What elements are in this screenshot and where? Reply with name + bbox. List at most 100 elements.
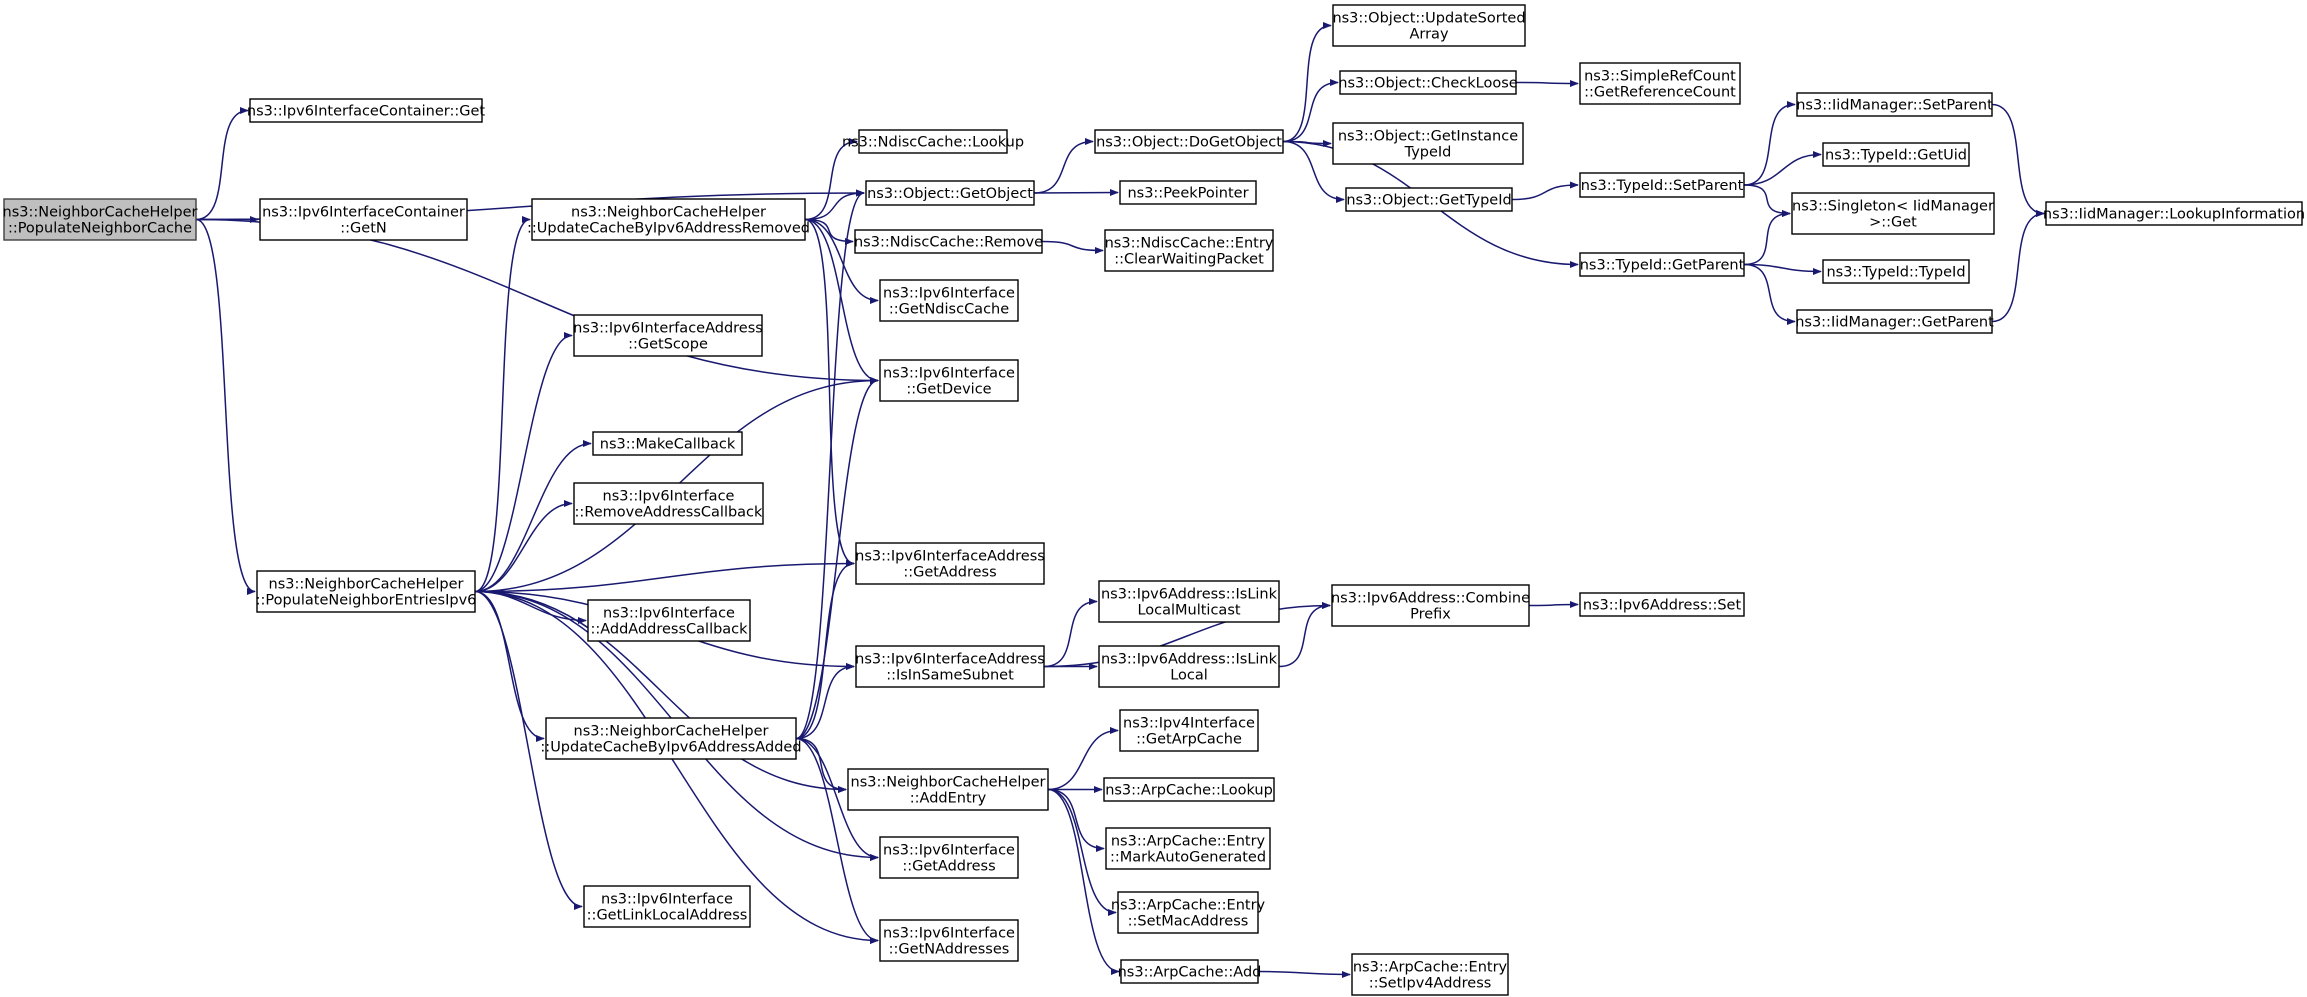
call-edge-obj_gettypeid-to-tid_setparent bbox=[1511, 181, 1579, 201]
graph-node-ic_get[interactable]: ns3::Ipv6InterfaceContainer::Get bbox=[247, 98, 485, 123]
node-box bbox=[1098, 580, 1280, 623]
node-label-line: ns3::NdiscCache::Lookup bbox=[842, 135, 1024, 151]
graph-node-iid_getparent[interactable]: ns3::IidManager::GetParent bbox=[1795, 309, 1994, 334]
graph-node-a6_set[interactable]: ns3::Ipv6Address::Set bbox=[1579, 592, 1745, 617]
node-label-line: ns3::ArpCache::Lookup bbox=[1105, 783, 1273, 799]
node-label-line: ::GetNdiscCache bbox=[889, 302, 1009, 318]
graph-node-iid_lookupinfo[interactable]: ns3::IidManager::LookupInformation bbox=[2043, 201, 2305, 226]
graph-node-tid_getuid[interactable]: ns3::TypeId::GetUid bbox=[1822, 142, 1970, 167]
graph-node-obj_dogetobject[interactable]: ns3::Object::DoGetObject bbox=[1094, 129, 1284, 154]
graph-node-pop_entries[interactable]: ns3::NeighborCacheHelper::PopulateNeighb… bbox=[256, 570, 477, 613]
graph-node-obj_gettypeid[interactable]: ns3::Object::GetTypeId bbox=[1345, 187, 1513, 212]
graph-node-arp_setipv4[interactable]: ns3::ArpCache::Entry::SetIpv4Address bbox=[1351, 953, 1509, 996]
node-label-line: ns3::IidManager::GetParent bbox=[1795, 315, 1994, 331]
graph-node-singleton_get[interactable]: ns3::Singleton< IidManager >::Get bbox=[1791, 192, 1995, 235]
node-box bbox=[249, 98, 483, 123]
graph-node-upd_added[interactable]: ns3::NeighborCacheHelper::UpdateCacheByI… bbox=[540, 717, 802, 760]
graph-node-arp_add[interactable]: ns3::ArpCache::Add bbox=[1118, 959, 1262, 984]
node-box bbox=[854, 229, 1043, 254]
node-box bbox=[1104, 229, 1274, 272]
graph-node-srefcount[interactable]: ns3::SimpleRefCount::GetReferenceCount bbox=[1579, 62, 1741, 105]
node-box bbox=[847, 768, 1049, 811]
node-label-line: ns3::NdiscCache::Remove bbox=[854, 235, 1043, 251]
node-label-line: >::Get bbox=[1869, 215, 1917, 231]
call-edge-upd_added-to-ia_getaddress bbox=[795, 559, 855, 740]
node-label-line: ::PopulateNeighborEntriesIpv6 bbox=[256, 593, 477, 609]
graph-node-peekpointer[interactable]: ns3::PeekPointer bbox=[1119, 180, 1257, 205]
node-box bbox=[1094, 129, 1284, 154]
graph-node-i4_getarpcache[interactable]: ns3::Ipv4Interface::GetArpCache bbox=[1119, 709, 1259, 752]
node-label-line: ns3::ArpCache::Entry bbox=[1111, 834, 1266, 850]
node-box bbox=[1579, 172, 1745, 198]
graph-node-ndisc_remove[interactable]: ns3::NdiscCache::Remove bbox=[854, 229, 1043, 254]
node-label-line: ns3::Object::GetInstance bbox=[1338, 129, 1518, 145]
node-label-line: ns3::Ipv6Interface bbox=[883, 366, 1015, 382]
node-label-line: ns3::Ipv6Interface bbox=[883, 926, 1015, 942]
graph-node-arp_lookup[interactable]: ns3::ArpCache::Lookup bbox=[1103, 777, 1275, 802]
node-box bbox=[855, 645, 1045, 688]
graph-node-makecallback[interactable]: ns3::MakeCallback bbox=[592, 431, 743, 456]
call-edge-tid_setparent-to-iid_setparent bbox=[1743, 100, 1796, 186]
node-label-line: ns3::Ipv6InterfaceContainer bbox=[262, 205, 465, 221]
nodes-layer: ns3::NeighborCacheHelper::PopulateNeighb… bbox=[3, 4, 2305, 996]
graph-node-ii_removecb[interactable]: ns3::Ipv6Interface::RemoveAddressCallbac… bbox=[573, 482, 764, 525]
node-label-line: ns3::Ipv6Interface bbox=[883, 843, 1015, 859]
graph-node-ia_getaddress[interactable]: ns3::Ipv6InterfaceAddress::GetAddress bbox=[855, 542, 1045, 585]
call-edge-nch_addentry-to-i4_getarpcache bbox=[1047, 726, 1119, 791]
node-label-line: ::GetScope bbox=[628, 337, 708, 353]
graph-node-ii_getnaddr[interactable]: ns3::Ipv6Interface::GetNAddresses bbox=[879, 919, 1019, 962]
call-edge-ndisc_remove-to-ndisc_clearwait bbox=[1041, 240, 1104, 255]
node-box bbox=[1119, 709, 1259, 752]
node-label-line: ns3::Ipv6Interface bbox=[603, 606, 735, 622]
graph-node-upd_removed[interactable]: ns3::NeighborCacheHelper::UpdateCacheByI… bbox=[527, 198, 810, 241]
node-label-line: ns3::Ipv6Interface bbox=[601, 892, 733, 908]
node-label-line: ns3::TypeId::SetParent bbox=[1581, 178, 1744, 194]
graph-node-nch_addentry[interactable]: ns3::NeighborCacheHelper::AddEntry bbox=[847, 768, 1049, 811]
call-edge-upd_added-to-obj_getobject bbox=[795, 189, 865, 740]
node-label-line: TypeId bbox=[1404, 145, 1452, 161]
graph-node-tid_typeid[interactable]: ns3::TypeId::TypeId bbox=[1822, 259, 1970, 284]
call-edge-tid_getparent-to-tid_typeid bbox=[1743, 263, 1822, 276]
graph-node-ii_getndisc[interactable]: ns3::Ipv6Interface::GetNdiscCache bbox=[879, 279, 1019, 322]
graph-node-ii_addcb[interactable]: ns3::Ipv6Interface::AddAddressCallback bbox=[587, 599, 751, 642]
call-edge-tid_getparent-to-singleton_get bbox=[1743, 209, 1791, 266]
graph-node-obj_getobject[interactable]: ns3::Object::GetObject bbox=[865, 180, 1035, 206]
node-label-line: Array bbox=[1409, 27, 1448, 43]
call-edge-upd_removed-to-ii_getdevice bbox=[804, 218, 879, 385]
graph-node-tid_getparent[interactable]: ns3::TypeId::GetParent bbox=[1579, 252, 1745, 277]
call-edge-root-to-ii_getdevice bbox=[195, 218, 879, 385]
graph-node-arp_markauto[interactable]: ns3::ArpCache::Entry::MarkAutoGenerated bbox=[1105, 827, 1271, 870]
graph-node-root[interactable]: ns3::NeighborCacheHelper::PopulateNeighb… bbox=[3, 198, 198, 241]
call-edge-nch_addentry-to-arp_setmac bbox=[1047, 788, 1117, 917]
node-label-line: ns3::NeighborCacheHelper bbox=[269, 577, 464, 593]
node-label-line: ::GetLinkLocalAddress bbox=[587, 908, 748, 924]
node-box bbox=[592, 431, 743, 456]
graph-node-ii_getaddress[interactable]: ns3::Ipv6Interface::GetAddress bbox=[879, 836, 1019, 879]
call-edge-tid_setparent-to-singleton_get bbox=[1743, 184, 1791, 218]
node-box bbox=[1822, 259, 1970, 284]
graph-node-ia_getscope[interactable]: ns3::Ipv6InterfaceAddress::GetScope bbox=[573, 314, 763, 357]
graph-node-tid_setparent[interactable]: ns3::TypeId::SetParent bbox=[1579, 172, 1745, 198]
node-box bbox=[1796, 309, 1993, 334]
graph-node-ndisc_lookup[interactable]: ns3::NdiscCache::Lookup bbox=[842, 129, 1024, 154]
graph-node-ia_insamesubnet[interactable]: ns3::Ipv6InterfaceAddress::IsInSameSubne… bbox=[855, 645, 1045, 688]
call-edge-upd_removed-to-obj_getobject bbox=[804, 189, 865, 221]
graph-node-ii_getlinklocal[interactable]: ns3::Ipv6Interface::GetLinkLocalAddress bbox=[583, 885, 751, 928]
node-box bbox=[1332, 122, 1524, 165]
graph-node-iid_setparent[interactable]: ns3::IidManager::SetParent bbox=[1796, 92, 1993, 117]
node-label-line: ::SetMacAddress bbox=[1128, 914, 1249, 930]
call-edge-ia_insamesubnet-to-a6_islinklocalmc bbox=[1043, 597, 1098, 668]
call-edge-pop_entries-to-upd_added bbox=[474, 590, 545, 743]
graph-node-obj_checkloose[interactable]: ns3::Object::CheckLoose bbox=[1338, 70, 1518, 95]
graph-node-arp_setmac[interactable]: ns3::ArpCache::Entry::SetMacAddress bbox=[1111, 891, 1266, 934]
graph-node-ndisc_clearwait[interactable]: ns3::NdiscCache::Entry::ClearWaitingPack… bbox=[1104, 229, 1274, 272]
graph-node-ii_getdevice[interactable]: ns3::Ipv6Interface::GetDevice bbox=[879, 359, 1019, 402]
graph-node-ic_getn[interactable]: ns3::Ipv6InterfaceContainer::GetN bbox=[259, 198, 468, 241]
node-box bbox=[583, 885, 751, 928]
node-box bbox=[1105, 827, 1271, 870]
